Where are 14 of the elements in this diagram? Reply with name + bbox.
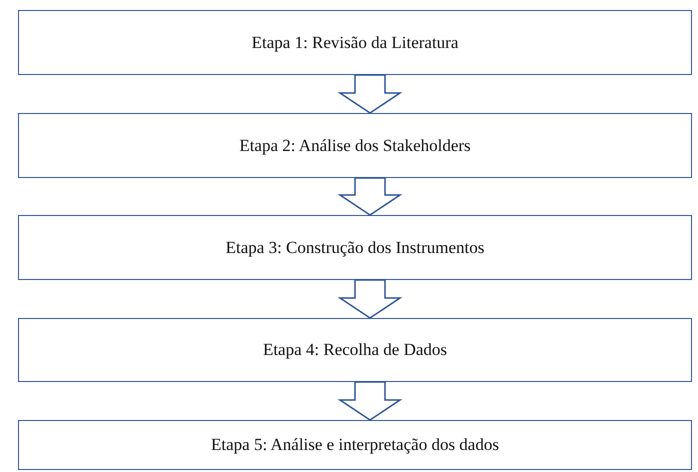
step-label: Etapa 3: Construção dos Instrumentos — [226, 238, 484, 258]
process-box — [18, 318, 692, 382]
block-arrow — [338, 279, 402, 319]
process-box — [18, 113, 692, 178]
step-label: Etapa 5: Análise e interpretação dos dados — [211, 435, 499, 455]
block-arrow — [338, 381, 402, 421]
step-label: Etapa 2: Análise dos Stakeholders — [239, 136, 471, 156]
step-label: Etapa 4: Recolha de Dados — [262, 340, 448, 360]
block-arrow — [338, 74, 402, 114]
process-box — [18, 420, 692, 470]
process-box — [18, 10, 692, 75]
block-arrow — [338, 177, 402, 216]
process-box — [18, 215, 692, 280]
step-label: Etapa 1: Revisão da Literatura — [252, 32, 458, 52]
